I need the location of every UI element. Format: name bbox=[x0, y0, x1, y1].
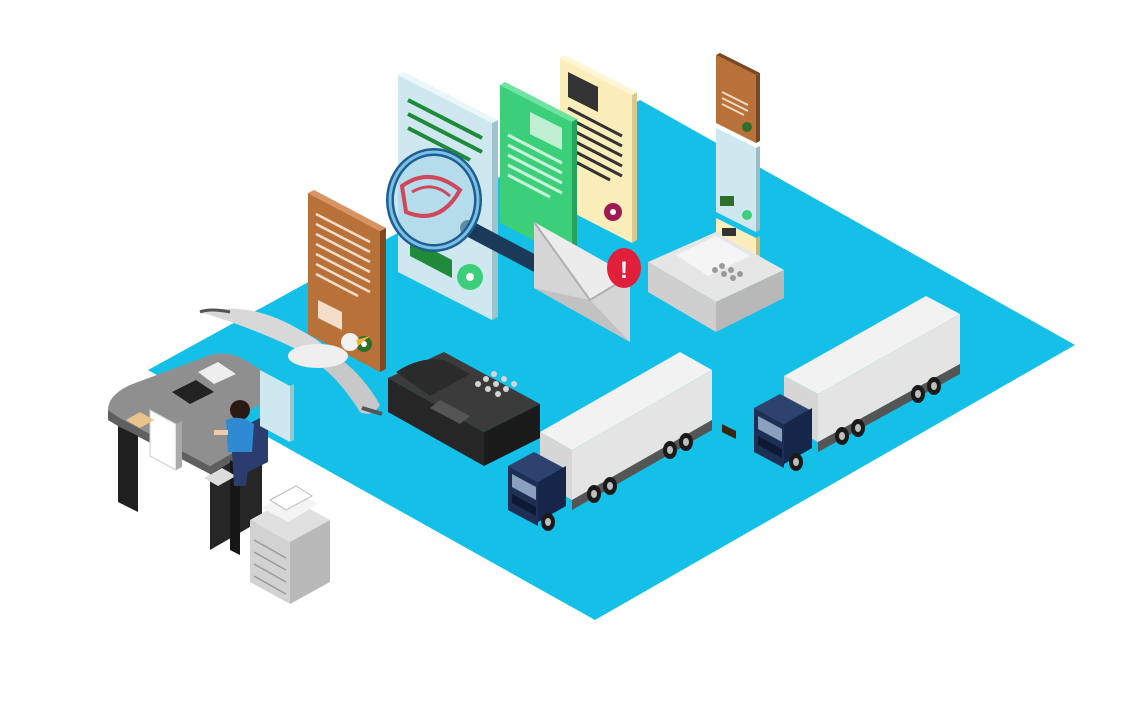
alert-icon: ! bbox=[607, 248, 641, 288]
truck-front bbox=[508, 352, 712, 531]
seagull bbox=[199, 308, 383, 416]
truck-back bbox=[754, 296, 960, 471]
fax-machine-dark bbox=[388, 352, 540, 466]
document-orange bbox=[308, 190, 386, 372]
magnifying-glass-icon bbox=[386, 148, 548, 274]
envelope-icon bbox=[533, 221, 631, 342]
office-desk-with-worker bbox=[108, 353, 294, 555]
alert-symbol: ! bbox=[620, 257, 628, 284]
fax-machine-light bbox=[648, 232, 784, 332]
document-green bbox=[500, 82, 577, 260]
floor-platform bbox=[148, 100, 1075, 620]
photocopier bbox=[250, 485, 330, 604]
